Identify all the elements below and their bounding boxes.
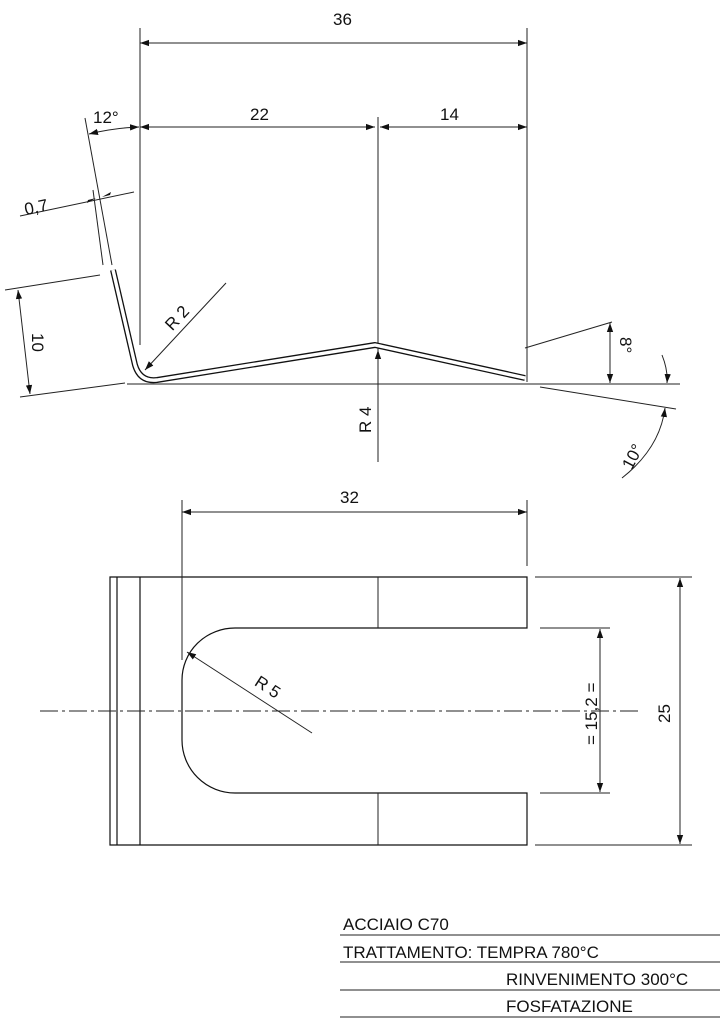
dim-leg-angle: 12° bbox=[93, 108, 119, 127]
finish-text: FOSFATAZIONE bbox=[506, 997, 633, 1016]
dim-line-10 bbox=[15, 289, 33, 395]
part-outline bbox=[109, 576, 528, 846]
leader-r2 bbox=[144, 282, 227, 371]
treatment-text: TRATTAMENTO: TEMPRA 780°C bbox=[343, 943, 599, 962]
dim-right-angle: 8° bbox=[616, 337, 635, 353]
dim-overall-length: 36 bbox=[333, 10, 352, 29]
dim-slot-radius: R 5 bbox=[251, 672, 284, 702]
material-text: ACCIAIO C70 bbox=[343, 915, 449, 934]
dim-rise-angle: 10° bbox=[618, 441, 647, 473]
extension-line bbox=[524, 321, 613, 349]
dim-slot-length: 32 bbox=[340, 488, 359, 507]
plan-view: 32 R 5 = 15,2 = 25 bbox=[40, 488, 692, 846]
side-view: 36 22 14 12° 0,7 10 R 2 R 4 bbox=[4, 10, 680, 479]
extension-line-tilted bbox=[92, 189, 104, 266]
dim-width: 25 bbox=[655, 704, 674, 723]
dim-bend-radius-small: R 2 bbox=[161, 302, 193, 334]
dim-slot-width: = 15,2 = bbox=[582, 683, 601, 745]
dim-arc-12 bbox=[88, 124, 140, 135]
dim-line-0-7 bbox=[19, 191, 135, 217]
extension-line bbox=[539, 386, 677, 410]
dim-length-right: 14 bbox=[440, 105, 459, 124]
dim-arc-10-lower bbox=[621, 407, 668, 479]
tempering-text: RINVENIMENTO 300°C bbox=[506, 970, 688, 989]
extension-line bbox=[19, 382, 126, 398]
dim-leg-height: 10 bbox=[28, 333, 47, 352]
title-block: ACCIAIO C70 TRATTAMENTO: TEMPRA 780°C RI… bbox=[340, 915, 720, 1018]
dim-arc-10-upper bbox=[661, 354, 671, 384]
extension-line-tilted bbox=[84, 117, 113, 266]
leader-r5 bbox=[186, 651, 313, 734]
dim-length-left: 22 bbox=[250, 105, 269, 124]
dim-bend-radius-large: R 4 bbox=[356, 407, 375, 433]
extension-line bbox=[4, 274, 101, 291]
dim-thickness: 0,7 bbox=[23, 196, 50, 219]
